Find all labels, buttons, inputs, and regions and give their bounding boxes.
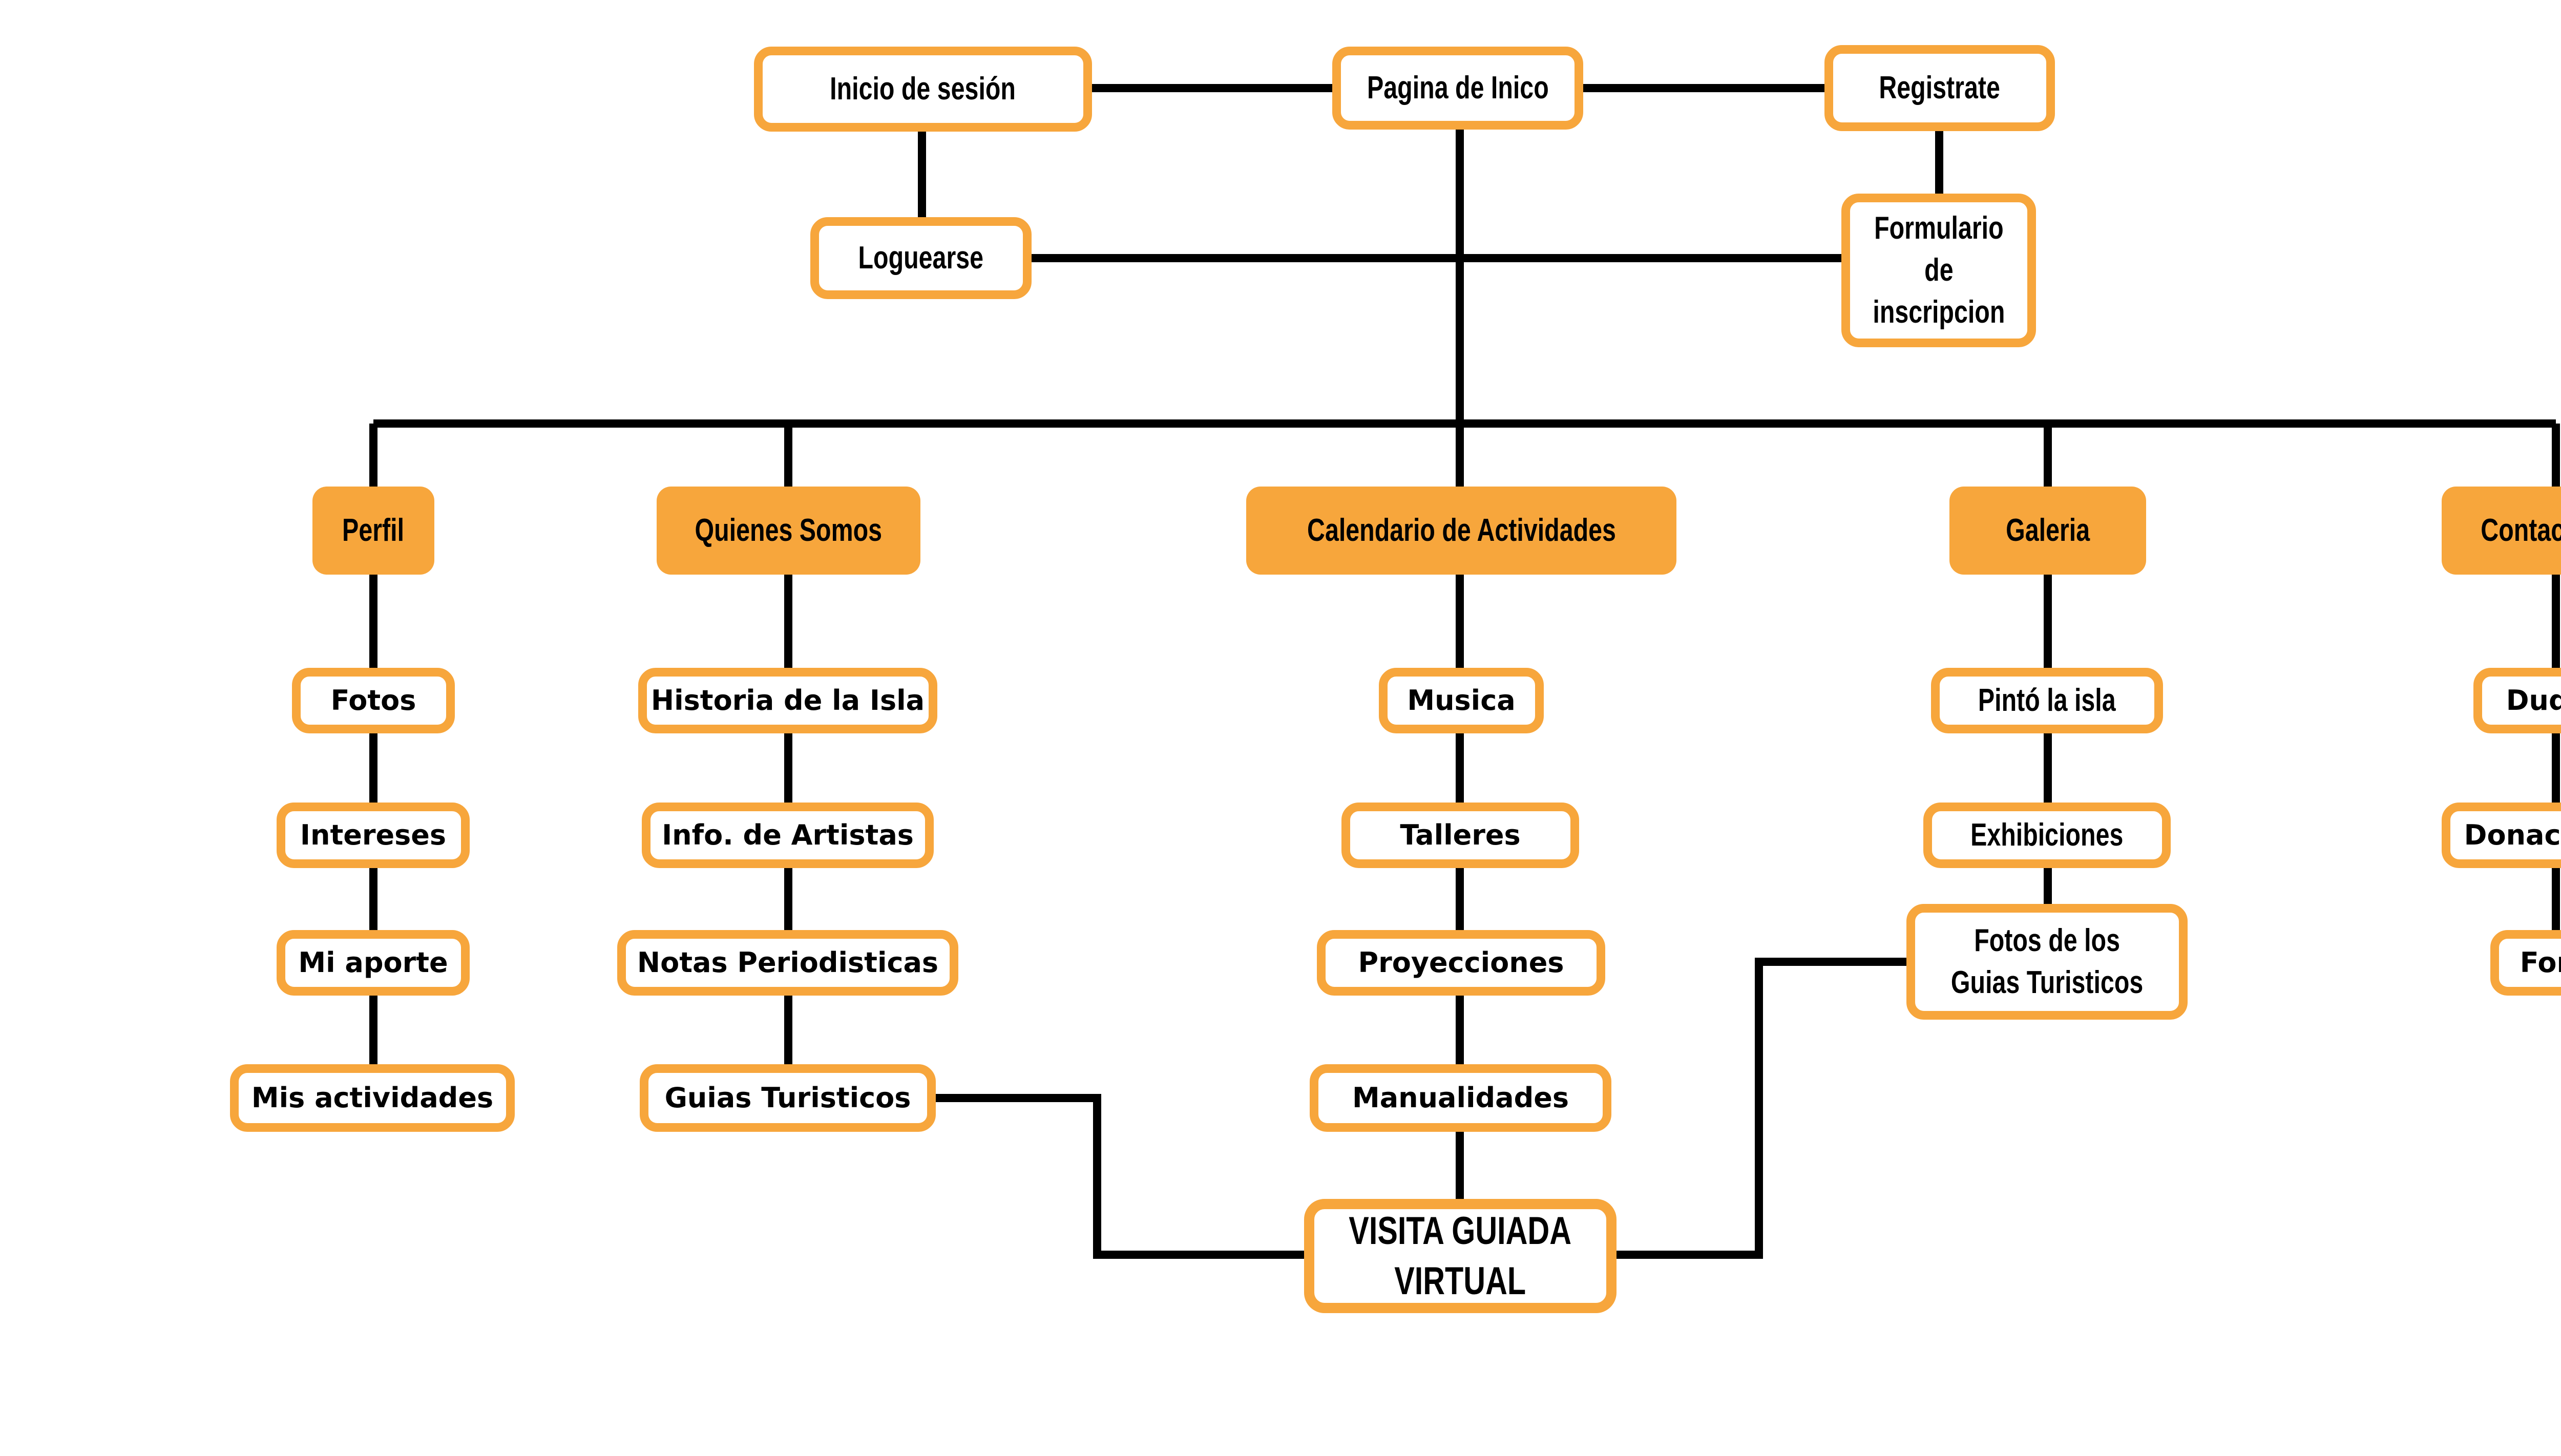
node-label: Dudas	[2506, 684, 2561, 717]
section-header-perfil: Perfil	[312, 487, 434, 575]
section-header-contactanos: Contactanos	[2442, 487, 2561, 575]
node-formulario-de-inscripcion: Formulario de inscripcion	[1841, 194, 2036, 347]
node-guias-turisticos: Guias Turisticos	[640, 1064, 936, 1132]
node-label: Exhibiciones	[1970, 817, 2124, 853]
node-proyecciones: Proyecciones	[1317, 930, 1605, 996]
node-notas-periodisticas: Notas Periodisticas	[617, 930, 958, 996]
connector-visita-fotos-guias	[1617, 958, 1906, 1259]
node-fotos: Fotos	[292, 668, 455, 733]
node-dudas: Dudas	[2473, 668, 2561, 733]
node-label: Intereses	[300, 819, 447, 852]
node-label: Guias Turisticos	[664, 1082, 911, 1114]
node-label: Donaciones	[2464, 819, 2561, 852]
node-label: Loguearse	[858, 240, 984, 276]
node-fotos-de-los-guias-turisticos: Fotos de los Guias Turisticos	[1906, 904, 2188, 1020]
node-talleres: Talleres	[1341, 803, 1579, 868]
section-label: Contactanos	[2481, 513, 2561, 548]
node-label: Talleres	[1400, 819, 1521, 852]
node-label: Fotos de los Guias Turisticos	[1950, 923, 2144, 1000]
node-label: Mis actividades	[251, 1082, 494, 1114]
node-foro: Foro	[2490, 930, 2561, 996]
node-label: VISITA GUIADA VIRTUAL	[1349, 1209, 1572, 1303]
node-label: Pagina de Inico	[1367, 70, 1549, 106]
node-mis-actividades: Mis actividades	[230, 1064, 515, 1132]
section-label: Perfil	[342, 513, 405, 548]
section-header-calendario-de-actividades: Calendario de Actividades	[1246, 487, 1676, 575]
node-manualidades: Manualidades	[1310, 1064, 1611, 1132]
node-label: Inicio de sesión	[830, 71, 1016, 107]
node-pagina-de-inico: Pagina de Inico	[1332, 47, 1583, 130]
node-label: Registrate	[1879, 70, 2001, 106]
section-label: Calendario de Actividades	[1307, 513, 1616, 548]
node-historia-de-la-isla: Historia de la Isla	[638, 668, 937, 733]
node-inicio-de-sesion: Inicio de sesión	[754, 47, 1092, 132]
node-label: Info. de Artistas	[662, 819, 914, 852]
node-mi-aporte: Mi aporte	[277, 930, 470, 996]
section-header-quienes-somos: Quienes Somos	[657, 487, 920, 575]
node-label: Notas Periodisticas	[637, 946, 939, 979]
node-pinto-la-isla: Pintó la isla	[1931, 668, 2163, 733]
node-label: Pintó la isla	[1978, 683, 2116, 719]
node-label: Formulario de inscripcion	[1873, 210, 2005, 330]
section-label: Galeria	[2006, 513, 2090, 548]
node-label: Historia de la Isla	[650, 684, 925, 717]
node-label: Musica	[1407, 684, 1516, 717]
node-musica: Musica	[1379, 668, 1544, 733]
node-label: Manualidades	[1352, 1082, 1569, 1114]
node-label: Mi aporte	[298, 946, 448, 979]
node-label: Foro	[2520, 946, 2561, 979]
node-registrate: Registrate	[1824, 45, 2055, 131]
connector-guias-visita	[936, 1094, 1304, 1259]
node-label: Proyecciones	[1358, 946, 1564, 979]
node-loguearse: Loguearse	[810, 217, 1032, 299]
node-donaciones: Donaciones	[2442, 803, 2561, 868]
node-intereses: Intereses	[277, 803, 470, 868]
node-info-de-artistas: Info. de Artistas	[642, 803, 934, 868]
node-label: Fotos	[330, 684, 416, 717]
section-label: Quienes Somos	[695, 513, 883, 548]
node-exhibiciones: Exhibiciones	[1923, 803, 2171, 868]
section-header-galeria: Galeria	[1949, 487, 2146, 575]
node-visita-guiada-virtual: VISITA GUIADA VIRTUAL	[1304, 1199, 1617, 1313]
